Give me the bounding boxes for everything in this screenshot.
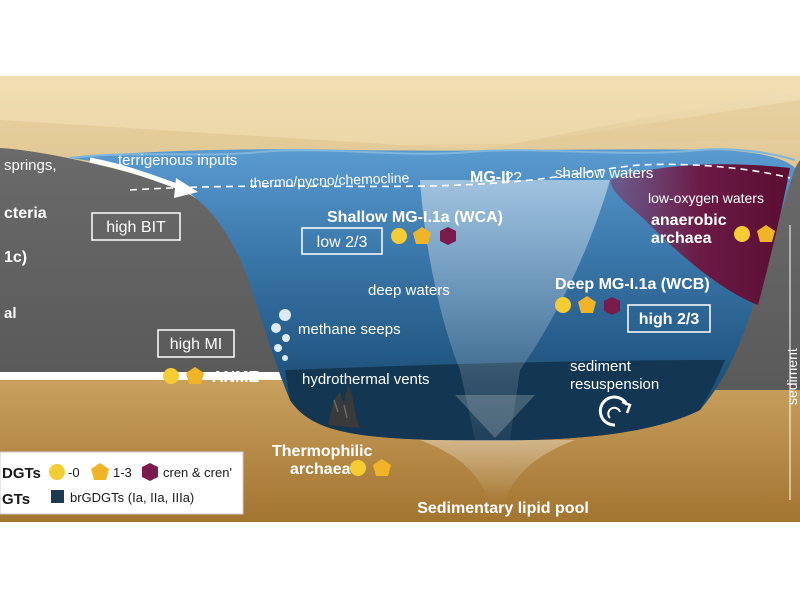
label-resuspension: resuspension [570,376,659,393]
terrigenous-arrow-head [174,178,198,198]
legend-cren-marker [142,463,158,481]
legend-item-cren: cren & cren' [163,465,232,480]
label-methane-seeps: methane seeps [298,321,401,338]
legend-gdgt0-marker [49,464,65,480]
label-al: al [4,305,17,322]
label-thermophilic: Thermophilic [272,443,373,460]
label-high-mi: high MI [170,336,222,353]
label-anaerobic: anaerobic [651,212,727,229]
gdgt13-marker [373,459,391,476]
label-sedimentary-lipid-pool: Sedimentary lipid pool [417,500,589,517]
deep-markers [555,296,620,315]
label-hydrothermal-vents: hydrothermal vents [302,371,430,388]
label-high-23: high 2/3 [639,311,700,328]
gdgt0-marker [734,226,750,242]
bottom-margin [0,522,800,600]
export-funnel [420,180,610,440]
high-bit-box [91,212,181,241]
thermocline-line [129,163,791,191]
label-mg2-question: ?? [505,169,522,186]
gdgt13-marker [186,367,204,384]
gdgt0-marker [555,297,571,313]
label-deep-waters: deep waters [368,282,450,299]
legend: DGTs -0 1-3 cren & cren' GTs brGDGTs (Ia… [0,451,244,515]
cren-marker [440,227,456,245]
gdgt13-marker [757,225,775,242]
label-thermocline: thermo/pycno/chemocline [250,169,410,191]
anoxic-zone [610,164,790,305]
label-anaerobic-archaea: archaea [651,230,712,247]
cren-marker [604,297,620,315]
label-sediment-side: sediment [784,348,800,405]
sun-ray-2 [0,100,800,150]
legend-row1-label: DGTs [2,465,41,482]
anme-markers [163,367,204,384]
hydrothermal-vents-icon [328,385,360,428]
anaerobic-markers [734,225,775,242]
shallow-markers [391,227,456,245]
label-sediment: sediment [570,358,632,375]
gdgt13-marker [578,296,596,313]
low-23-box [301,227,383,255]
legend-gdgt13-marker [91,463,109,480]
resuspension-cycle-icon [598,395,632,427]
label-shallow-mg1a: Shallow MG-I.1a (WCA) [327,209,503,226]
gdgt0-marker [350,460,366,476]
label-low-23: low 2/3 [317,234,368,251]
top-margin [0,0,800,76]
legend-brgdgt: brGDGTs (Ia, IIa, IIIa) [70,490,194,505]
legend-brgdgt-marker [51,490,64,503]
label-1c: 1c) [4,249,27,266]
funnel-arrowhead [455,395,535,438]
methane-bubbles-icon [271,309,291,361]
gdgt13-marker [413,227,431,244]
label-high-bit: high BIT [106,219,166,236]
label-anme: ANME [212,369,259,386]
label-shallow-waters: shallow waters [555,165,653,182]
label-thermophilic-archaea: archaea [290,461,351,478]
legend-item-0: -0 [68,465,80,480]
label-low-oxygen: low-oxygen waters [648,190,764,206]
high-mi-box [157,329,235,358]
label-mg2: MG-II [470,169,510,186]
legend-box [0,451,244,515]
high-23-box [627,304,711,333]
legend-row2-label: GTs [2,491,30,508]
terrigenous-arrow-shaft [89,157,183,191]
gdgt0-marker [163,368,179,384]
pool-funnel [420,440,575,500]
label-deep-mg1a: Deep MG-I.1a (WCB) [555,276,710,293]
left-landmass [0,148,285,372]
label-cteria: cteria [4,205,47,222]
water-surface [69,148,796,161]
sun-ray-1 [0,76,800,150]
label-springs: springs, [4,157,57,174]
label-terrigenous-inputs: terrigenous inputs [118,152,237,169]
gdgt0-marker [391,228,407,244]
legend-item-13: 1-3 [113,465,132,480]
thermophilic-markers [350,459,391,476]
